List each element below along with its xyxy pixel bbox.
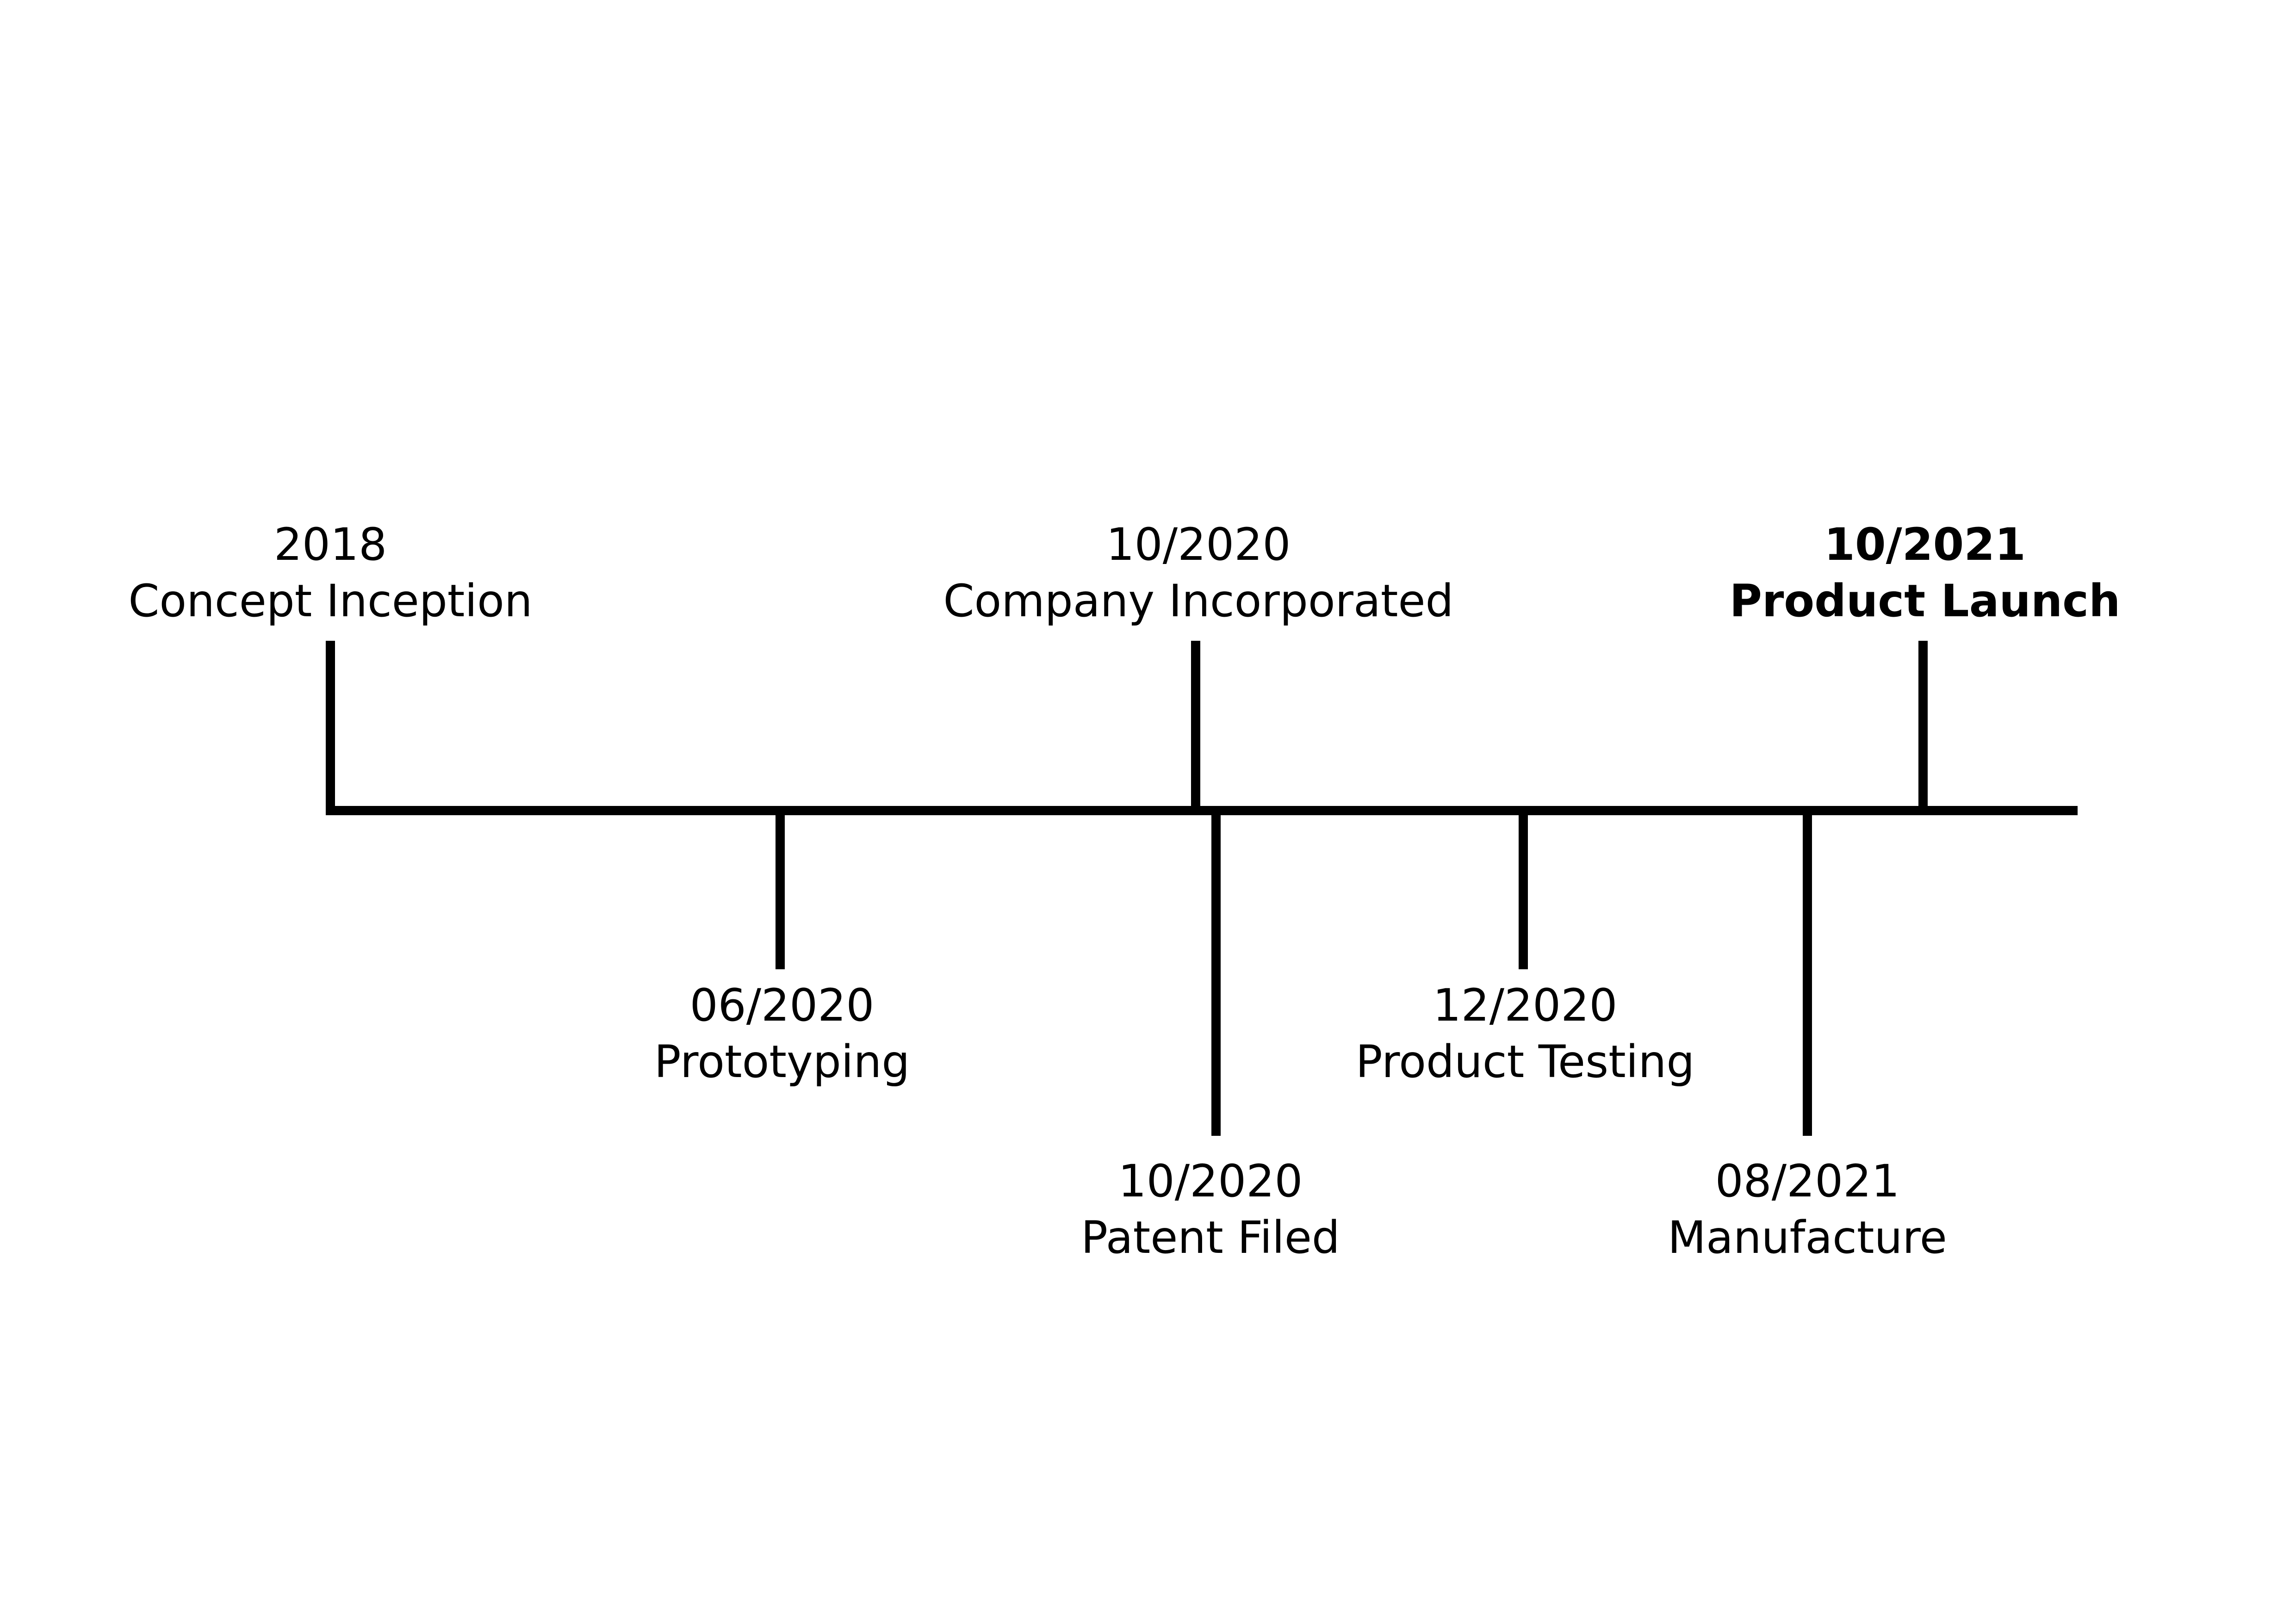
event-title: Patent Filed <box>1081 1212 1340 1264</box>
event-date: 2018 <box>273 519 387 570</box>
event-product-launch: 10/2021 Product Launch <box>1555 516 2295 629</box>
event-product-testing: 12/2020 Product Testing <box>1155 977 1895 1090</box>
event-date: 08/2021 <box>1715 1155 1900 1207</box>
event-title: Manufacture <box>1668 1212 1947 1264</box>
event-title: Prototyping <box>654 1036 910 1088</box>
event-manufacture: 08/2021 Manufacture <box>1437 1153 2178 1266</box>
event-date: 10/2020 <box>1106 519 1291 570</box>
event-title: Product Launch <box>1729 575 2121 627</box>
event-prototyping: 06/2020 Prototyping <box>412 977 1152 1090</box>
event-company-incorporated: 10/2020 Company Incorporated <box>828 516 1569 629</box>
event-date: 12/2020 <box>1433 979 1618 1031</box>
event-concept-inception: 2018 Concept Inception <box>0 516 701 629</box>
event-title: Company Incorporated <box>943 575 1454 627</box>
event-patent-filed: 10/2020 Patent Filed <box>840 1153 1581 1266</box>
event-date: 06/2020 <box>689 979 875 1031</box>
event-date: 10/2021 <box>1824 519 2026 570</box>
event-title: Product Testing <box>1355 1036 1695 1088</box>
event-title: Concept Inception <box>128 575 533 627</box>
event-date: 10/2020 <box>1118 1155 1303 1207</box>
